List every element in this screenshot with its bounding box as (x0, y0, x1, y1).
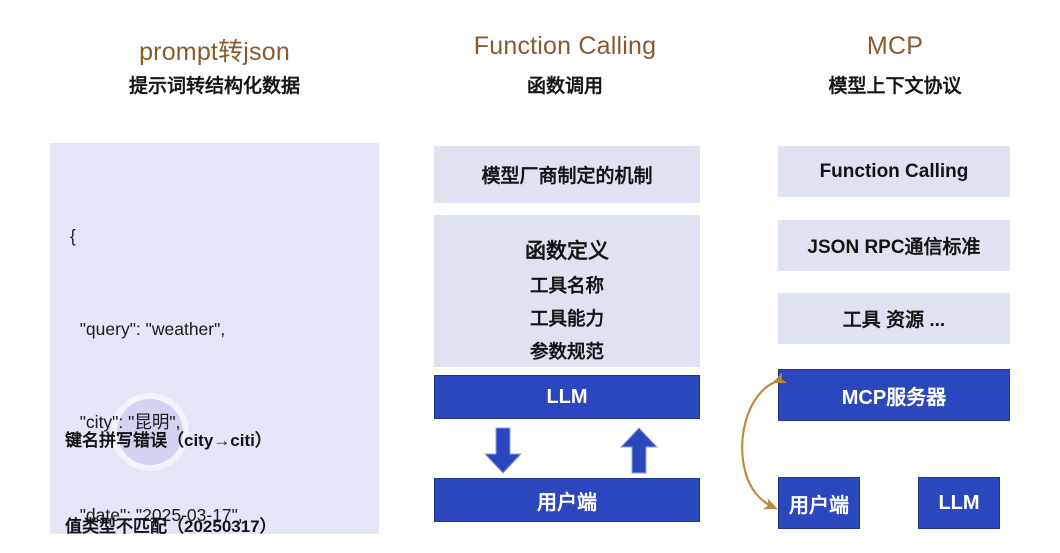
jsonrpc-standard-box: JSON RPC通信标准 (778, 220, 1010, 271)
down-arrow-icon (483, 427, 523, 474)
column-subtitle-mcp: 模型上下文协议 (828, 76, 962, 97)
json-code-block: { "query": "weather", "city": "昆明", "dat… (70, 159, 290, 553)
column-subtitle-function-calling: 函数调用 (526, 76, 603, 97)
column-title-mcp: MCP (866, 32, 924, 60)
up-arrow-icon (619, 427, 659, 474)
middle-llm-box: LLM (434, 375, 700, 419)
error-item: 值类型不匹配（20250317） (65, 516, 277, 536)
right-llm-box: LLM (918, 477, 1000, 529)
column-title-prompt-json: prompt转json (139, 38, 290, 66)
mechanism-box: 模型厂商制定的机制 (434, 146, 700, 203)
json-line: "city": "昆明", (70, 412, 181, 432)
middle-client-box: 用户端 (434, 478, 700, 522)
function-definition-item: 工具能力 (529, 308, 604, 329)
function-definition-item: 工具名称 (529, 275, 604, 296)
right-client-box: 用户端 (778, 477, 860, 529)
function-definition-item: 参数规范 (529, 341, 604, 362)
highlight-circle-annotation (117, 399, 183, 465)
error-item: 键名拼写错误（city→citi） (65, 431, 272, 450)
json-line: { (70, 226, 76, 246)
tools-resources-box: 工具 资源 ... (778, 293, 1010, 344)
json-line: "query": "weather", (70, 319, 226, 339)
right-function-calling-box: Function Calling (778, 146, 1010, 197)
function-definition-title: 函数定义 (525, 240, 609, 263)
json-error-list: 键名拼写错误（city→citi） 值类型不匹配（20250317） 缺少必要字… (65, 370, 320, 553)
json-line: "date": "2025-03-17", (70, 505, 243, 525)
client-server-connector-arrow (735, 360, 825, 525)
column-subtitle-prompt-json: 提示词转结构化数据 (128, 76, 300, 97)
column-title-function-calling: Function Calling (473, 32, 657, 60)
json-example-panel: { "query": "weather", "city": "昆明", "dat… (50, 143, 379, 536)
function-definition-box: 函数定义 工具名称 工具能力 参数规范 (434, 215, 700, 367)
